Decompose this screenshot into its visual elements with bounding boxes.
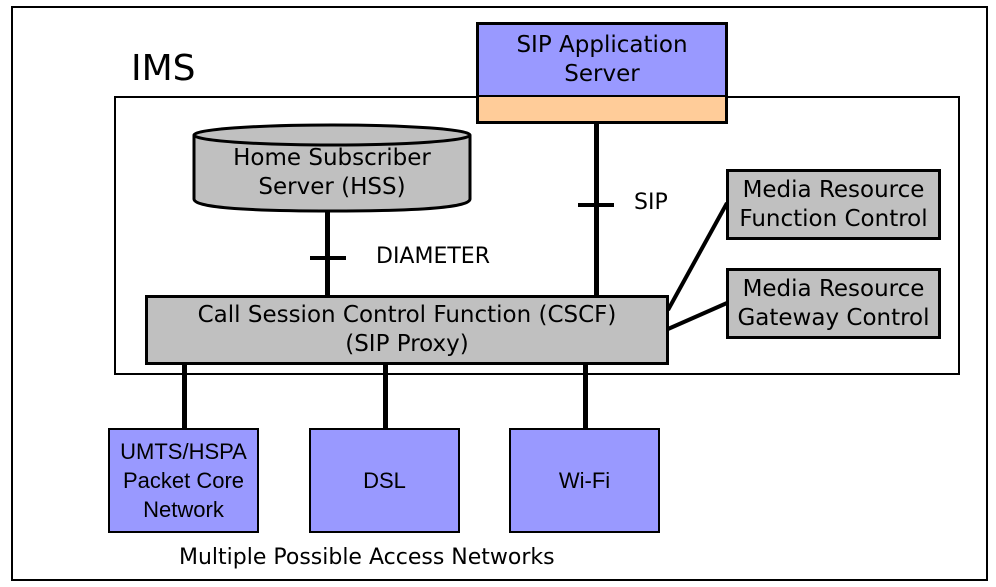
mrfc-label: Media Resource Function Control bbox=[739, 176, 928, 232]
access-link-dsl bbox=[383, 364, 388, 431]
ims-label: IMS bbox=[131, 48, 196, 89]
media-resource-function-control: Media Resource Function Control bbox=[726, 169, 941, 240]
sip-label: SIP bbox=[634, 190, 668, 215]
mrgc-label: Media Resource Gateway Control bbox=[737, 275, 930, 331]
mrfc-link-line bbox=[666, 202, 729, 311]
access-network-umts-hspa: UMTS/HSPA Packet Core Network bbox=[108, 428, 259, 533]
sip-application-server-label: SIP Application Server bbox=[516, 32, 688, 87]
diameter-link-line bbox=[325, 210, 330, 300]
cscf-box: Call Session Control Function (CSCF) (SI… bbox=[145, 295, 669, 365]
sip-link-line bbox=[594, 120, 599, 300]
cscf-label: Call Session Control Function (CSCF) (SI… bbox=[197, 302, 617, 357]
access-networks-caption: Multiple Possible Access Networks bbox=[179, 545, 555, 570]
mrgc-link-line bbox=[667, 301, 728, 331]
access-network-dsl-label: DSL bbox=[363, 468, 406, 493]
sip-application-server-band bbox=[479, 95, 725, 121]
access-network-wifi-label: Wi-Fi bbox=[558, 468, 611, 493]
access-network-umts-label: UMTS/HSPA Packet Core Network bbox=[120, 439, 247, 522]
access-network-wifi: Wi-Fi bbox=[509, 428, 660, 533]
access-link-wifi bbox=[583, 364, 588, 431]
sip-tick bbox=[578, 203, 614, 207]
hss-database-icon bbox=[192, 123, 472, 213]
access-network-dsl: DSL bbox=[309, 428, 460, 533]
hss-label: Home Subscriber Server (HSS) bbox=[233, 145, 431, 200]
diameter-label: DIAMETER bbox=[376, 244, 490, 269]
media-resource-gateway-control: Media Resource Gateway Control bbox=[726, 268, 941, 339]
outer-frame bbox=[11, 6, 988, 581]
access-link-umts bbox=[182, 364, 187, 431]
diameter-tick bbox=[310, 256, 346, 260]
